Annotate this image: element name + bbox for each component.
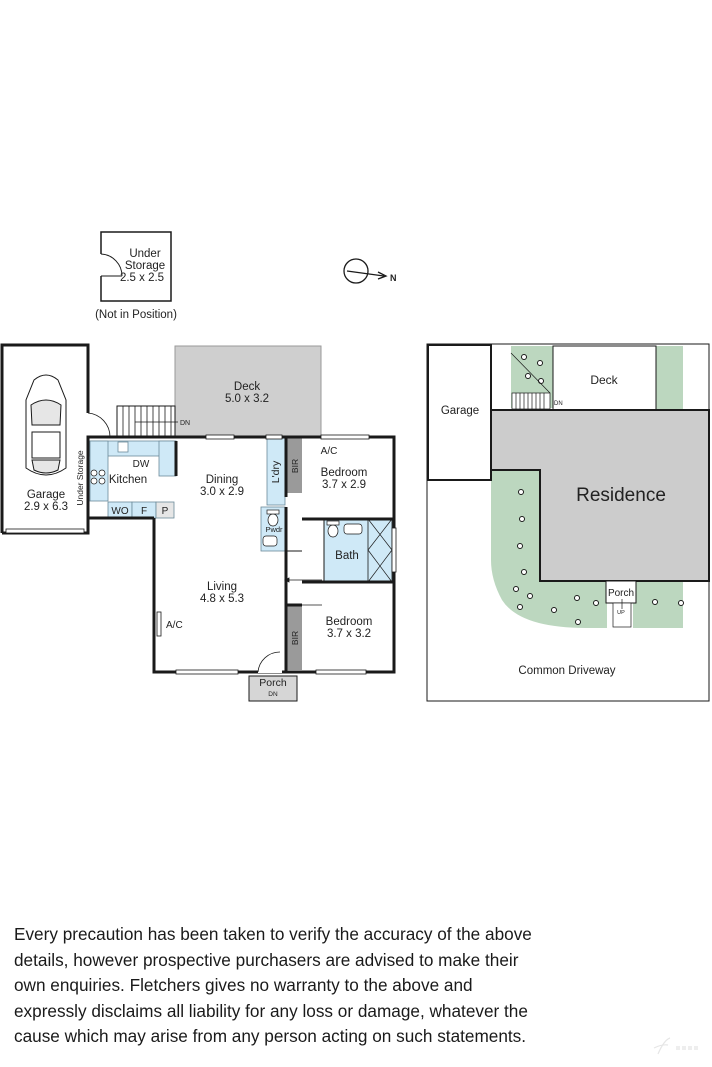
pantry-label: P <box>162 506 169 517</box>
ac-1-label: A/C <box>321 446 338 457</box>
under-storage-box: Under Storage 2.5 x 2.5 <box>99 231 172 302</box>
bir-1 <box>287 437 302 493</box>
windows <box>175 434 397 675</box>
site-porch-stair-label: UP <box>617 610 625 616</box>
fridge-label: F <box>141 506 147 517</box>
disclaimer-text: Every precaution has been taken to verif… <box>14 924 532 1047</box>
living-name: Living <box>207 581 237 593</box>
bir-2-label: BIR <box>290 631 300 645</box>
porch-area <box>248 675 298 702</box>
bath-basin-icon <box>343 523 363 535</box>
toilet-icon <box>266 509 280 527</box>
site-garage-label: Garage <box>441 405 479 417</box>
site-deck-label: Deck <box>590 373 618 387</box>
deck-name: Deck <box>234 381 260 393</box>
compass-north-label: N <box>390 273 397 283</box>
porch-stair-label: DN <box>268 691 278 698</box>
garage-name: Garage <box>27 489 65 501</box>
site-deck-stair <box>510 352 551 410</box>
bath-label: Bath <box>335 550 359 562</box>
hall-arrows <box>284 560 325 606</box>
under-storage-name-line1: Under <box>129 248 160 260</box>
powder-basin-icon <box>262 535 278 547</box>
laundry-label: L'dry <box>270 460 282 483</box>
porch-name: Porch <box>259 677 287 689</box>
garage-walls <box>0 343 111 535</box>
kitchen-benches <box>89 440 177 519</box>
site-residence-label: Residence <box>576 485 666 506</box>
site-residence <box>490 409 710 582</box>
under-storage-name-line2: Storage <box>125 260 165 272</box>
deck-size: 5.0 x 3.2 <box>225 393 269 405</box>
sink-icon <box>117 441 129 453</box>
garden-shrubs <box>513 354 684 625</box>
deck-stair <box>116 405 178 438</box>
dining-name: Dining <box>206 474 239 486</box>
bir-2 <box>287 605 302 670</box>
bedroom-1-name: Bedroom <box>321 467 368 479</box>
bedroom-1-size: 3.7 x 2.9 <box>322 479 366 491</box>
ac-2-label: A/C <box>166 620 183 631</box>
kitchen-name: Kitchen <box>109 474 147 486</box>
wo-label: WO <box>111 506 128 517</box>
compass-icon <box>343 258 388 284</box>
deck-stair-label: DN <box>180 420 190 427</box>
pwdr-label: Pwdr <box>265 525 283 534</box>
logo-watermark-icon <box>653 1037 698 1055</box>
not-in-position-note: (Not in Position) <box>95 309 177 321</box>
bedroom-2-size: 3.7 x 3.2 <box>327 628 371 640</box>
garage-size: 2.9 x 6.3 <box>24 501 68 513</box>
site-deck <box>552 345 657 411</box>
site-porch-label: Porch <box>608 588 634 599</box>
under-storage-size: 2.5 x 2.5 <box>120 272 164 284</box>
car-icon <box>25 374 67 476</box>
cooktop-icon <box>90 469 106 485</box>
dw-label: DW <box>133 459 150 470</box>
bedroom-2-name: Bedroom <box>326 616 373 628</box>
bath-toilet-icon <box>326 520 340 538</box>
site-garage <box>427 344 492 481</box>
site-deck-stair-label: DN <box>554 401 563 407</box>
common-driveway-label: Common Driveway <box>518 665 615 677</box>
living-size: 4.8 x 5.3 <box>200 593 244 605</box>
under-storage-side-label: Under Storage <box>75 450 85 506</box>
bir-1-label: BIR <box>290 459 300 473</box>
ac-2-unit <box>156 611 162 637</box>
dining-size: 3.0 x 2.9 <box>200 486 244 498</box>
shower-icon <box>367 518 393 583</box>
